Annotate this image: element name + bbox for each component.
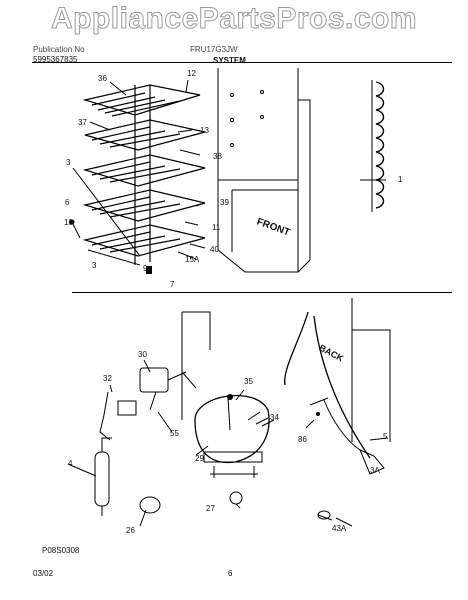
callout-number: 3A	[370, 466, 380, 475]
callout-number: 39	[220, 198, 229, 207]
callout-number: 9	[143, 264, 148, 273]
callout-number: 13	[200, 126, 209, 135]
callout-number: 55	[170, 429, 179, 438]
callout-number: 37	[78, 118, 87, 127]
publication-label: Publication No	[33, 45, 85, 54]
publication-number: 5995367835	[33, 55, 78, 64]
callout-number: 5	[383, 432, 388, 441]
callout-number: 4	[68, 459, 73, 468]
callout-number: 3	[66, 158, 71, 167]
callout-number: 10	[64, 218, 73, 227]
callout-number: 34	[270, 413, 279, 422]
callout-number: 1	[398, 175, 403, 184]
callout-number: 11	[212, 223, 221, 232]
footer-date: 03/02	[33, 569, 54, 578]
section-title: SYSTEM	[213, 56, 246, 65]
model-label: FRU17G3JW	[190, 45, 238, 54]
figure-code: P08S0308	[42, 546, 80, 555]
header-rule	[32, 62, 452, 63]
callout-number: 38	[213, 152, 222, 161]
callout-number: 29	[195, 454, 204, 463]
callout-number: 30	[138, 350, 147, 359]
callout-number: 12	[187, 69, 196, 78]
callout-number: 15A	[185, 255, 200, 264]
section-divider	[72, 292, 452, 293]
callout-number: 27	[206, 504, 215, 513]
page-number: 6	[228, 569, 233, 578]
callout-number: 86	[298, 435, 307, 444]
callout-number: 40	[210, 245, 219, 254]
callout-number: 3	[92, 261, 97, 270]
callout-number: 35	[244, 377, 253, 386]
callout-number: 7	[170, 280, 175, 289]
callout-number: 32	[103, 374, 112, 383]
callout-number: 6	[65, 198, 70, 207]
callout-number: 26	[126, 526, 135, 535]
callout-number: 36	[98, 74, 107, 83]
callout-number: 43A	[332, 524, 347, 533]
